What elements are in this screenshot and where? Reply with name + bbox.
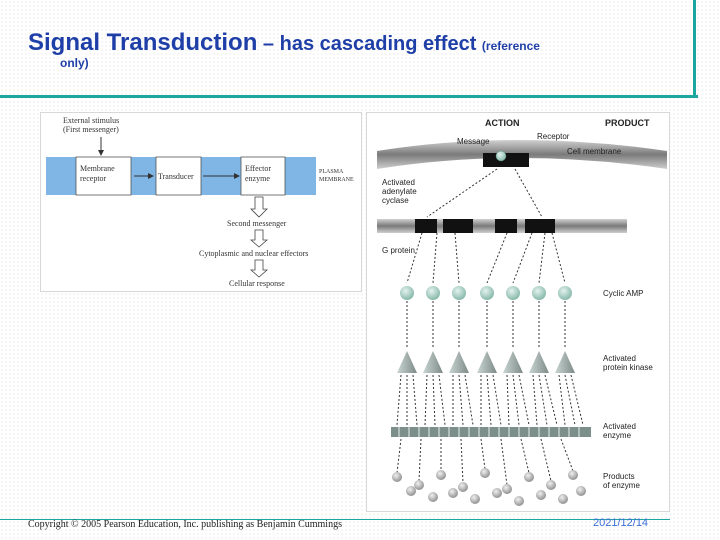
cascade-diagram: ACTION PRODUCT Message Receptor Cell mem… <box>366 112 670 512</box>
membrane-receptor-box <box>75 156 132 196</box>
adenylate-label-3: cyclase <box>382 196 409 205</box>
external-stimulus-label: External stimulus <box>63 116 119 125</box>
title-sub: has cascading effect <box>279 33 482 55</box>
receptor-label: Receptor <box>537 132 570 141</box>
effector-label-2: enzyme <box>245 174 270 183</box>
g-protein-block-2 <box>495 219 517 233</box>
adenylate-label-2: adenylate <box>382 187 417 196</box>
footer-rule <box>0 519 670 520</box>
activated-enzyme-row <box>396 374 584 426</box>
receptor-arrow-left <box>426 168 498 218</box>
title-ref-open: (reference <box>481 39 540 53</box>
down-arrow-2 <box>249 229 269 248</box>
title-side-rule <box>693 0 696 98</box>
down-arrow-1 <box>250 196 268 218</box>
title-ref-close: only) <box>60 56 89 71</box>
copyright-text: Copyright © 2005 Pearson Education, Inc.… <box>28 519 342 530</box>
signal-pathway-svg: External stimulus (First messenger) Memb… <box>46 116 354 288</box>
plasma-membrane-label-2: MEMBRANE <box>319 177 354 183</box>
protein-kinase-row <box>397 301 575 373</box>
cyclic-amp-row <box>400 232 572 300</box>
g-protein-block-1 <box>415 219 437 233</box>
slide-title: Signal Transduction – has cascading effe… <box>28 30 668 70</box>
message-molecule <box>495 150 507 162</box>
title-main: Signal Transduction <box>28 29 258 56</box>
adenylate-label-1: Activated <box>382 178 415 187</box>
action-header: ACTION <box>485 118 520 128</box>
membrane-receptor-label-2: receptor <box>80 174 107 183</box>
cytoplasmic-effectors-label: Cytoplasmic and nuclear effectors <box>199 249 308 258</box>
plasma-membrane-label-1: PLASMA <box>319 169 344 175</box>
adenylate-block-1 <box>443 219 473 233</box>
kinase-label-2: protein kinase <box>603 363 653 372</box>
cascade-svg: ACTION PRODUCT Message Receptor Cell mem… <box>377 118 667 506</box>
effector-enzyme-box <box>240 156 286 196</box>
second-messenger-label: Second messenger <box>227 219 287 228</box>
enzyme-products <box>392 438 586 506</box>
effector-label-1: Effector <box>245 164 271 173</box>
first-messenger-label: (First messenger) <box>63 125 119 134</box>
receptor-arrow-right <box>514 168 543 218</box>
enzyme-bar <box>391 427 591 437</box>
signal-pathway-diagram: External stimulus (First messenger) Memb… <box>40 112 362 292</box>
cell-membrane-label: Cell membrane <box>567 147 622 156</box>
slide-date: 2021/12/14 <box>593 517 649 529</box>
product-header: PRODUCT <box>605 118 650 128</box>
kinase-label-1: Activated <box>603 354 636 363</box>
cellular-response-label: Cellular response <box>229 279 285 288</box>
g-protein-label: G protein <box>382 246 415 255</box>
title-underline <box>0 95 698 98</box>
membrane-receptor-label-1: Membrane <box>80 164 115 173</box>
transducer-label: Transducer <box>158 172 194 181</box>
message-label: Message <box>457 137 490 146</box>
cyclic-amp-label: Cyclic AMP <box>603 289 643 298</box>
enzyme-label-1: Activated <box>603 422 636 431</box>
products-label-2: of enzyme <box>603 481 640 490</box>
receptor-block <box>483 153 529 167</box>
adenylate-block-2 <box>525 219 555 233</box>
enzyme-ticks <box>398 427 580 437</box>
enzyme-label-2: enzyme <box>603 431 632 440</box>
transducer-box <box>155 156 202 196</box>
products-label-1: Products <box>603 472 635 481</box>
title-dash: – <box>257 33 280 55</box>
down-arrow-3 <box>249 259 269 278</box>
